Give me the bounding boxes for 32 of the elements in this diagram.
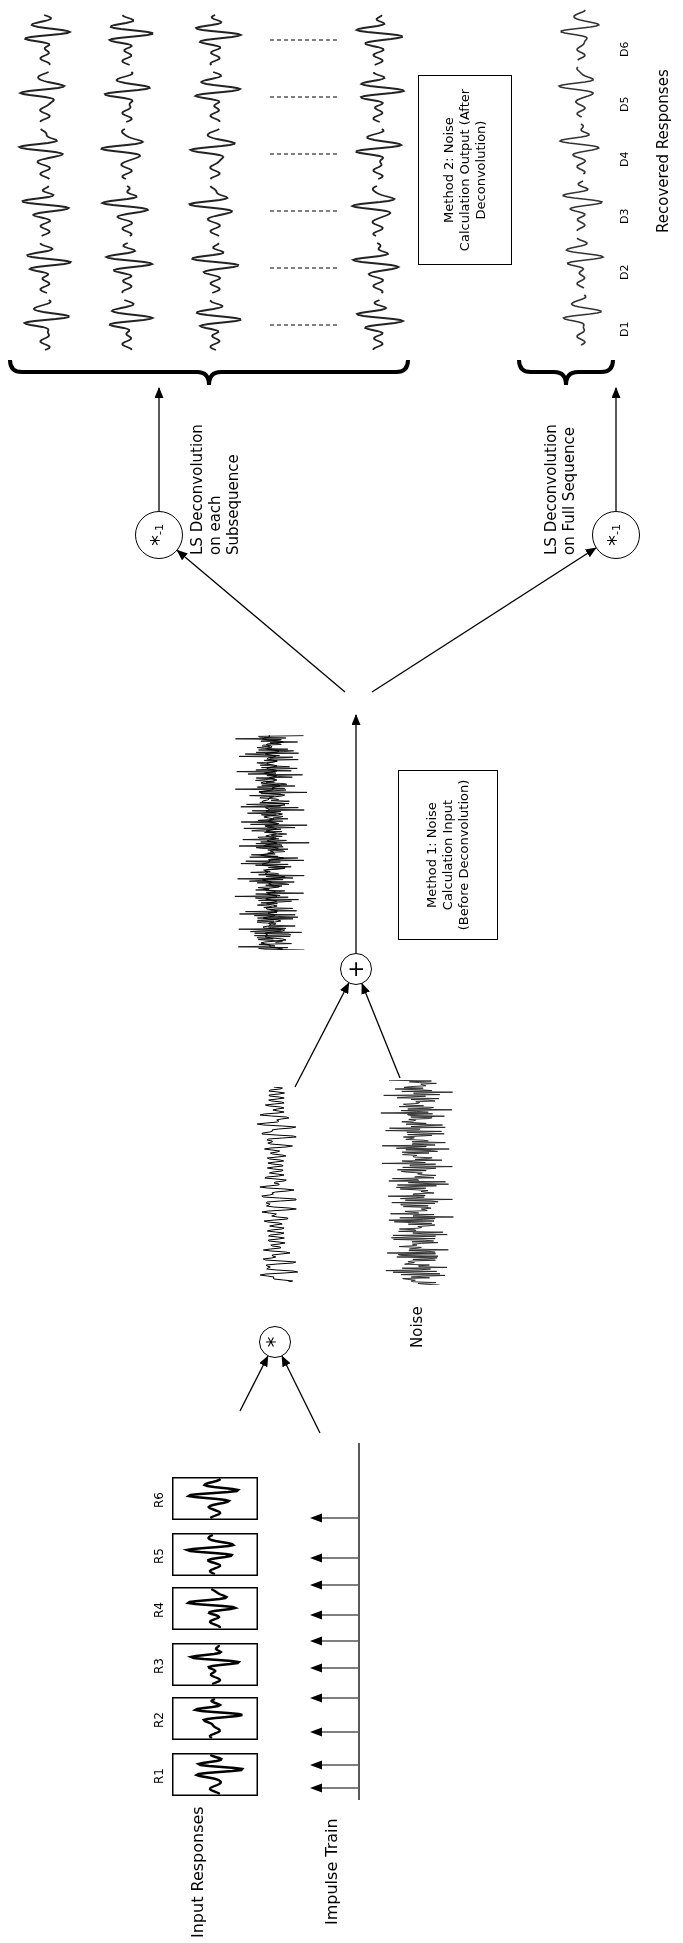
waveform-label: D6 (618, 40, 632, 57)
step-label: LS Deconvolution on Full Sequence (542, 423, 578, 555)
arrow (176, 549, 346, 693)
waveform-label: D2 (618, 263, 632, 280)
plot-label: R3 (153, 1658, 165, 1674)
arrow (351, 714, 361, 954)
step-label: LS Deconvolution on each Subsequence (188, 423, 242, 555)
arrow (294, 982, 350, 1088)
arrow (239, 1355, 269, 1412)
waveform-label: D4 (618, 150, 632, 167)
arrow (371, 547, 597, 693)
operator-circle: * (259, 1326, 291, 1358)
plot-label: R5 (153, 1548, 165, 1564)
drawing-label: Impulse Train (324, 1818, 340, 1925)
arrow (361, 982, 401, 1079)
plot-label: R1 (153, 1768, 165, 1784)
operator-circle: + (340, 953, 372, 985)
arrow (611, 387, 621, 512)
drawing-label: Recovered Responses (656, 69, 671, 233)
plot-label: R6 (153, 1492, 165, 1508)
waveform-label: D5 (618, 95, 632, 112)
drawing-label: Noise (410, 1306, 425, 1348)
arrow (281, 1355, 321, 1434)
group-title: Input Responses (190, 1806, 206, 1938)
plot-label: R4 (153, 1602, 165, 1618)
waveform-label: D1 (618, 320, 632, 337)
note-box: Method 2: Noise Calculation Output (After Deconvolution) (418, 75, 512, 265)
note-box: Method 1: Noise Calculation Input (Before Deconvolution) (398, 770, 498, 940)
waveform-label: D3 (618, 207, 632, 224)
arrow (154, 387, 164, 512)
plot-label: R2 (153, 1712, 165, 1728)
waveform-drawing (517, 8, 615, 388)
